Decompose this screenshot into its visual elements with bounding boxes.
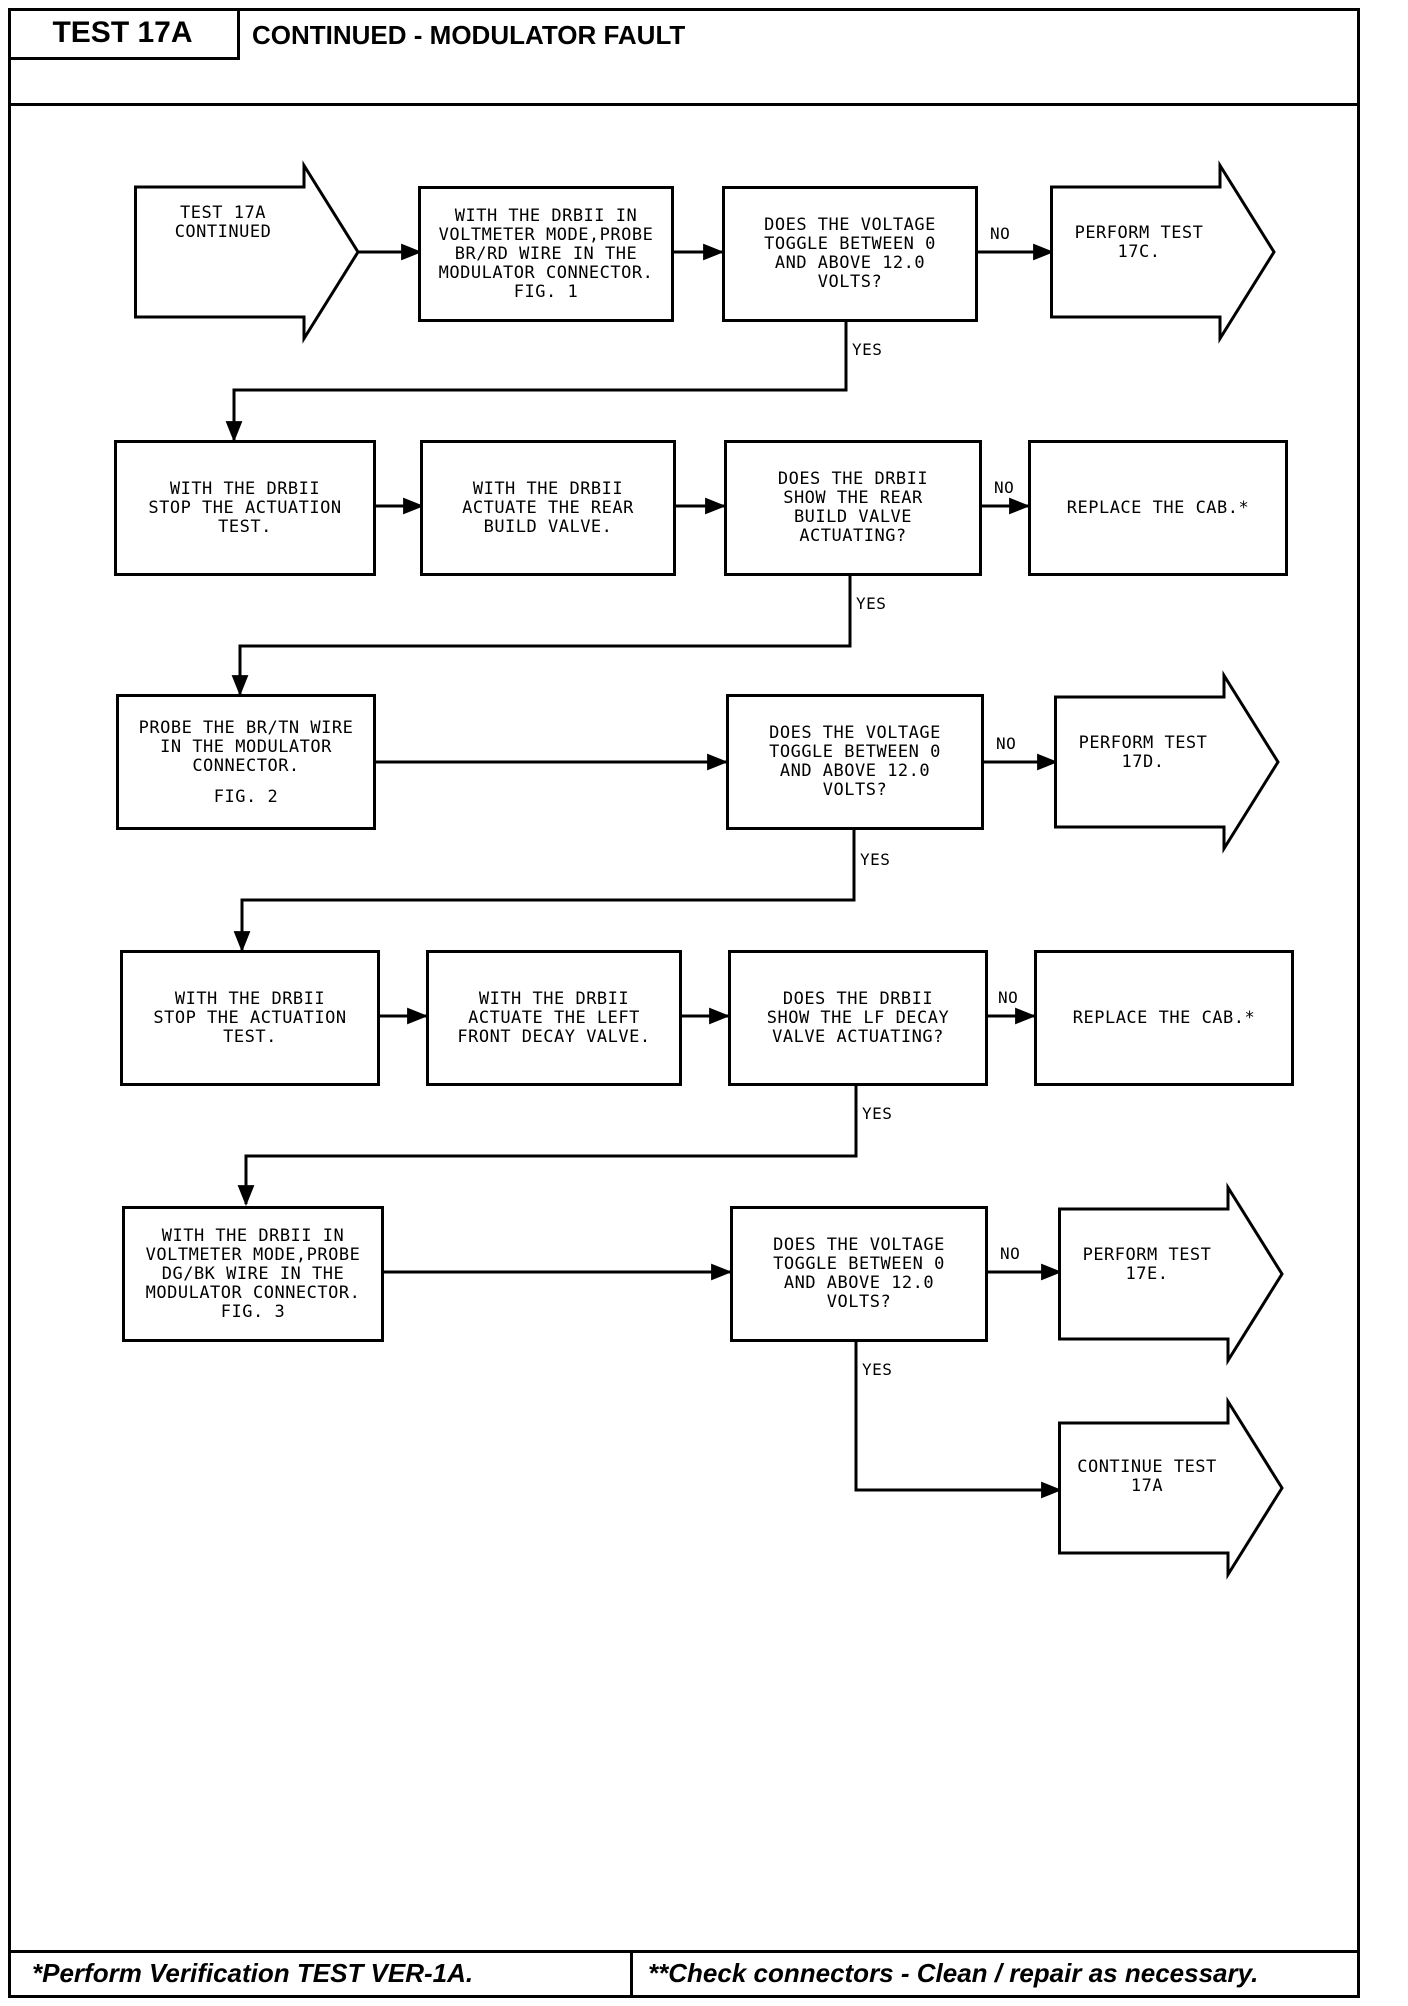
perform-test-17d-arrow: PERFORM TEST 17D. — [1054, 670, 1280, 854]
step-text: PROBE THE BR/TN WIRE IN THE MODULATOR CO… — [139, 719, 354, 807]
decision-lf-decay-valve: DOES THE DRBII SHOW THE LF DECAY VALVE A… — [728, 950, 988, 1086]
figure-ref: FIG. 2 — [213, 787, 279, 807]
decision-rear-build-valve: DOES THE DRBII SHOW THE REAR BUILD VALVE… — [724, 440, 982, 576]
result-label: PERFORM TEST 17D. — [1078, 733, 1208, 772]
connector — [233, 830, 856, 953]
decision-text: DOES THE DRBII SHOW THE LF DECAY VALVE A… — [766, 988, 950, 1047]
footer-bar — [8, 1950, 1360, 1998]
decision-text: DOES THE DRBII SHOW THE REAR BUILD VALVE… — [777, 469, 929, 546]
yes-label: YES — [862, 1360, 893, 1379]
yes-label: YES — [852, 340, 883, 359]
no-label: NO — [994, 478, 1015, 497]
decision-voltage-toggle-2: DOES THE VOLTAGE TOGGLE BETWEEN 0 AND AB… — [726, 694, 984, 830]
connector — [854, 1340, 1063, 1499]
no-label: NO — [1000, 1244, 1021, 1263]
step-probe-br-tn: PROBE THE BR/TN WIRE IN THE MODULATOR CO… — [116, 694, 376, 830]
decision-voltage-toggle-1: DOES THE VOLTAGE TOGGLE BETWEEN 0 AND AB… — [722, 186, 978, 322]
no-label: NO — [998, 988, 1019, 1007]
step-text: WITH THE DRBII ACTUATE THE REAR BUILD VA… — [462, 478, 634, 537]
decision-text: DOES THE VOLTAGE TOGGLE BETWEEN 0 AND AB… — [769, 723, 941, 800]
step-text: WITH THE DRBII STOP THE ACTUATION TEST. — [153, 988, 347, 1047]
header-bar — [8, 8, 1360, 106]
test-id-tab: TEST 17A — [8, 8, 240, 60]
decision-voltage-toggle-3: DOES THE VOLTAGE TOGGLE BETWEEN 0 AND AB… — [730, 1206, 988, 1342]
decision-text: DOES THE VOLTAGE TOGGLE BETWEEN 0 AND AB… — [764, 215, 936, 292]
yes-label: YES — [862, 1104, 893, 1123]
footer-divider — [630, 1950, 633, 1998]
connector-footnote: **Check connectors - Clean / repair as n… — [648, 1958, 1259, 1988]
page-frame — [8, 8, 1360, 1998]
connector — [225, 320, 848, 443]
step-text: WITH THE DRBII IN VOLTMETER MODE,PROBE D… — [145, 1225, 361, 1322]
step-text: WITH THE DRBII ACTUATE THE LEFT FRONT DE… — [457, 988, 651, 1047]
result-label: PERFORM TEST 17E. — [1082, 1245, 1212, 1284]
connector — [237, 1086, 858, 1207]
connector — [231, 574, 852, 697]
step-stop-actuation-2: WITH THE DRBII STOP THE ACTUATION TEST. — [120, 950, 380, 1086]
start-label: TEST 17A CONTINUED — [174, 203, 272, 242]
step-stop-actuation-1: WITH THE DRBII STOP THE ACTUATION TEST. — [114, 440, 376, 576]
result-label: PERFORM TEST 17C. — [1074, 223, 1204, 262]
no-label: NO — [990, 224, 1011, 243]
replace-cab-1: REPLACE THE CAB.* — [1028, 440, 1288, 576]
perform-test-17e-arrow: PERFORM TEST 17E. — [1058, 1182, 1284, 1366]
continue-test-17a-arrow: CONTINUE TEST 17A — [1058, 1396, 1284, 1580]
step-probe-dg-bk: WITH THE DRBII IN VOLTMETER MODE,PROBE D… — [122, 1206, 384, 1342]
step-text: WITH THE DRBII STOP THE ACTUATION TEST. — [148, 478, 342, 537]
decision-text: DOES THE VOLTAGE TOGGLE BETWEEN 0 AND AB… — [773, 1235, 945, 1312]
step-actuate-lf-decay: WITH THE DRBII ACTUATE THE LEFT FRONT DE… — [426, 950, 682, 1086]
result-label: CONTINUE TEST 17A — [1077, 1457, 1217, 1496]
no-label: NO — [996, 734, 1017, 753]
yes-label: YES — [856, 594, 887, 613]
step-text: WITH THE DRBII IN VOLTMETER MODE,PROBE B… — [438, 205, 654, 302]
result-label: REPLACE THE CAB.* — [1066, 497, 1250, 518]
start-arrow: TEST 17A CONTINUED — [134, 160, 360, 344]
verification-footnote: *Perform Verification TEST VER-1A. — [32, 1958, 474, 1988]
step-main-text: PROBE THE BR/TN WIRE IN THE MODULATOR CO… — [138, 718, 354, 776]
perform-test-17c-arrow: PERFORM TEST 17C. — [1050, 160, 1276, 344]
result-label: REPLACE THE CAB.* — [1072, 1007, 1256, 1028]
step-actuate-rear-build: WITH THE DRBII ACTUATE THE REAR BUILD VA… — [420, 440, 676, 576]
yes-label: YES — [860, 850, 891, 869]
step-probe-br-rd: WITH THE DRBII IN VOLTMETER MODE,PROBE B… — [418, 186, 674, 322]
page-title: CONTINUED - MODULATOR FAULT — [252, 20, 686, 50]
replace-cab-2: REPLACE THE CAB.* — [1034, 950, 1294, 1086]
